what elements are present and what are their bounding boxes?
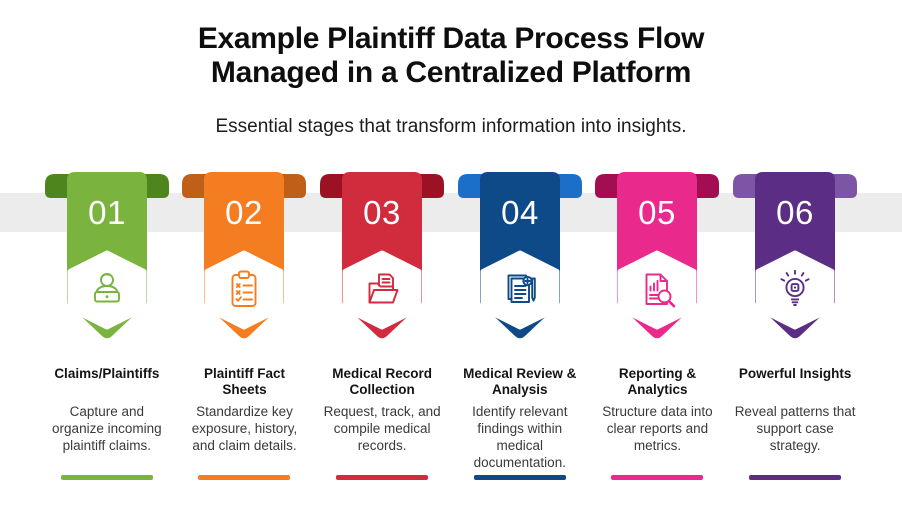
page-subtitle: Essential stages that transform informat… <box>215 116 687 137</box>
step-column-1: 01 <box>38 172 176 344</box>
folder-records-icon <box>368 273 399 304</box>
ribbon-banner-2: 02 <box>182 172 307 339</box>
step-accent-bar <box>198 475 291 480</box>
step-title: Powerful Insights <box>738 366 852 381</box>
step-text-5: Reporting & Analytics Structure data int… <box>589 366 727 507</box>
step-description: Request, track, and compile medical reco… <box>323 404 441 453</box>
step-accent-bar <box>60 475 153 480</box>
report-magnifier-icon <box>646 273 676 308</box>
step-text-3: Medical Record Collection Request, track… <box>313 366 451 507</box>
step-text-row: Claims/Plaintiffs Capture and organize i… <box>38 366 864 507</box>
step-accent-bar <box>749 475 842 480</box>
step-column-5: 05 <box>589 172 727 344</box>
step-number: 03 <box>363 194 401 231</box>
ribbon-banner-4: 04 <box>457 172 582 339</box>
step-number: 04 <box>501 194 539 231</box>
step-description: Capture and organize incoming plaintiff … <box>52 404 162 453</box>
step-title: Reporting & Analytics <box>618 366 697 397</box>
ribbon-banner-3: 03 <box>320 172 445 339</box>
medical-document-icon <box>507 274 536 303</box>
step-title: Claims/Plaintiffs <box>54 366 160 381</box>
step-text-4: Medical Review & Analysis Identify relev… <box>451 366 589 507</box>
step-number: 02 <box>226 194 264 231</box>
ribbon-banner-1: 01 <box>44 172 169 339</box>
person-laptop-icon <box>93 273 120 303</box>
ribbon-banner-6: 06 <box>733 172 858 339</box>
ribbon-banner-5: 05 <box>595 172 720 339</box>
step-accent-bar <box>611 475 704 480</box>
step-title: Medical Review & Analysis <box>463 366 577 397</box>
step-description: Structure data into clear reports and me… <box>602 404 713 453</box>
step-title: Plaintiff Fact Sheets <box>203 366 285 397</box>
step-description: Identify relevant findings within medica… <box>472 404 568 470</box>
step-accent-bar <box>336 475 429 480</box>
step-description: Standardize key exposure, history, and c… <box>191 404 298 453</box>
step-accent-bar <box>473 475 566 480</box>
step-number: 01 <box>88 194 126 231</box>
lightbulb-idea-icon <box>780 269 810 306</box>
step-text-6: Powerful Insights Reveal patterns that s… <box>726 366 864 507</box>
page-title-line1: Example Plaintiff Data Process Flow <box>197 22 705 55</box>
step-column-4: 04 <box>451 172 589 344</box>
step-column-3: 03 <box>313 172 451 344</box>
step-text-1: Claims/Plaintiffs Capture and organize i… <box>38 366 176 507</box>
ribbon-row: 01 02 <box>38 172 864 344</box>
step-column-2: 02 <box>176 172 314 344</box>
step-column-6: 06 <box>726 172 864 344</box>
page-title-line2: Managed in a Centralized Platform <box>210 56 692 89</box>
step-number: 06 <box>776 194 814 231</box>
step-number: 05 <box>639 194 677 231</box>
timeline-band <box>0 193 902 232</box>
step-text-2: Plaintiff Fact Sheets Standardize key ex… <box>176 366 314 507</box>
clipboard-checklist-icon <box>232 270 257 307</box>
step-description: Reveal patterns that support case strate… <box>734 404 856 453</box>
step-title: Medical Record Collection <box>332 366 433 397</box>
